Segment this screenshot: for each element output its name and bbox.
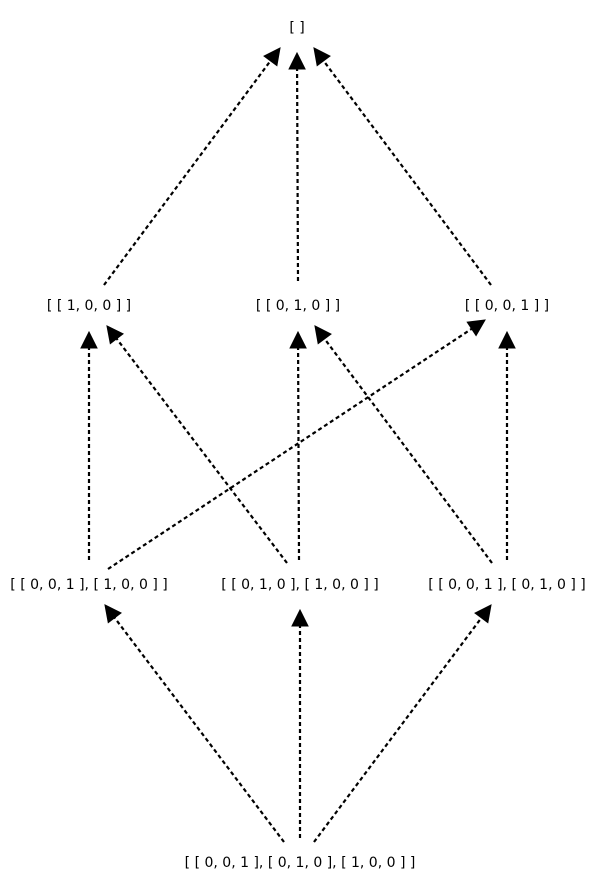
- arrowhead-n001_010_100-to-n001_010: [474, 604, 492, 624]
- edge-n001_100-to-n001: [107, 327, 473, 570]
- arrowhead-n010_100-to-n010: [289, 330, 307, 349]
- nodes-layer: [ ] [ [ 1, 0, 0 ] ] [ [ 0, 1, 0 ] ] [ [ …: [10, 20, 585, 871]
- arrowhead-n010_100-to-n100: [106, 325, 124, 345]
- edge-n001_010_100-to-n001_010: [313, 617, 483, 843]
- edge-n010_100-to-n100: [115, 338, 288, 564]
- node-001: [ [ 0, 0, 1 ] ]: [465, 298, 549, 314]
- node-100: [ [ 1, 0, 0 ] ]: [47, 298, 131, 314]
- edge-n001_010-to-n010: [323, 338, 493, 564]
- arrowhead-n100-to-empty: [263, 47, 281, 67]
- arrowhead-n001-to-empty: [313, 47, 331, 67]
- edges-layer: [80, 47, 516, 843]
- edge-n100-to-empty: [103, 60, 272, 286]
- node-010: [ [ 0, 1, 0 ] ]: [256, 298, 340, 314]
- arrowhead-n010-to-empty: [288, 51, 306, 70]
- arrowhead-n001_010-to-n001: [498, 330, 516, 349]
- arrowhead-n001_100-to-n001: [466, 319, 486, 337]
- arrowhead-n001_010-to-n010: [314, 325, 332, 345]
- arrowhead-n001_010_100-to-n010_100: [291, 608, 309, 627]
- node-empty: [ ]: [289, 20, 304, 36]
- edge-n010_100-to-n010: [296, 347, 301, 561]
- node-001-100: [ [ 0, 0, 1 ], [ 1, 0, 0 ] ]: [10, 577, 167, 593]
- arrowhead-n001_100-to-n100: [80, 330, 98, 349]
- node-010-100: [ [ 0, 1, 0 ], [ 1, 0, 0 ] ]: [221, 577, 378, 593]
- edge-n001-to-empty: [322, 60, 492, 286]
- arrowhead-n001_010_100-to-n001_100: [104, 604, 122, 624]
- node-001-010-100: [ [ 0, 0, 1 ], [ 0, 1, 0 ], [ 1, 0, 0 ] …: [185, 855, 416, 871]
- edge-n001_010_100-to-n001_100: [113, 617, 285, 843]
- node-001-010: [ [ 0, 0, 1 ], [ 0, 1, 0 ] ]: [428, 577, 585, 593]
- edge-n010-to-empty: [295, 68, 300, 282]
